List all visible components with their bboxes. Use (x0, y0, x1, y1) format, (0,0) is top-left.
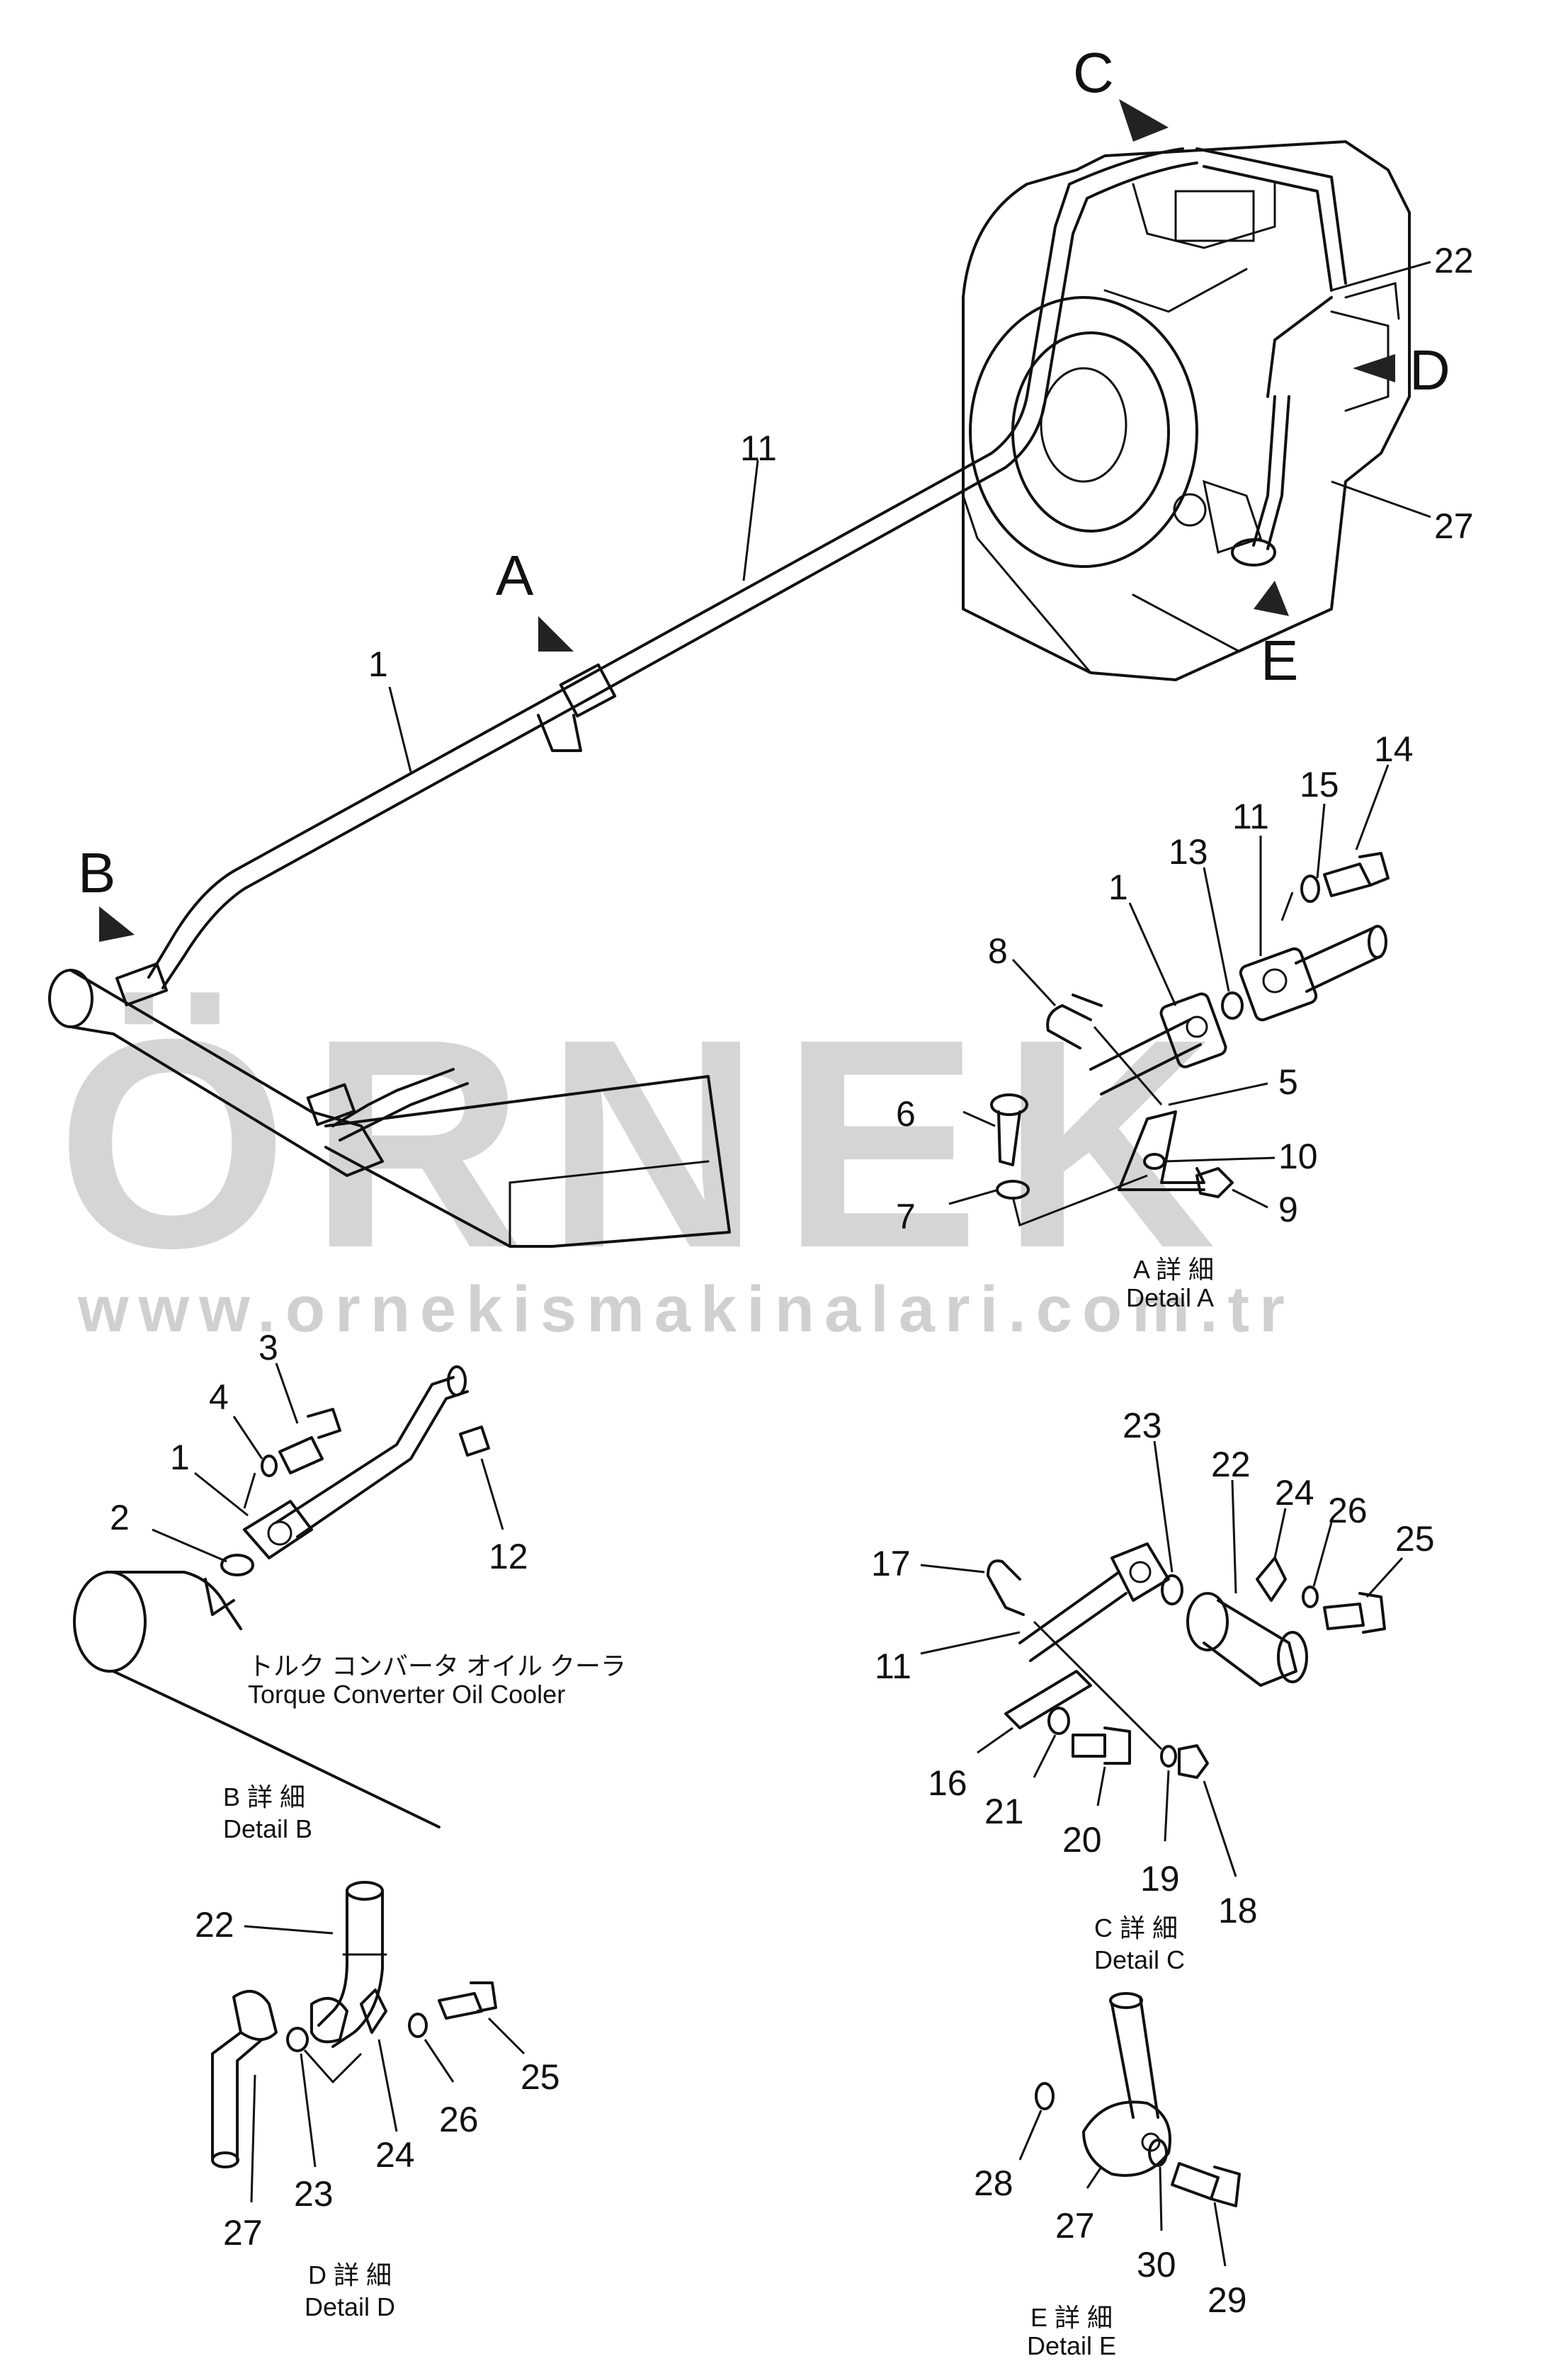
detail-d-caption-en: Detail D (305, 2292, 395, 2321)
detail-c (987, 1542, 1386, 1779)
callout-b-3: 3 (259, 1328, 278, 1367)
detail-e (1035, 1992, 1241, 2207)
detail-d-callouts: 22 27 23 24 26 25 D 詳 細 Detail D (195, 1905, 560, 2321)
callout-e-30: 30 (1137, 2245, 1176, 2285)
detail-a-caption-jp: A 詳 細 (1133, 1255, 1214, 1284)
callout-c-24: 24 (1275, 1473, 1314, 1513)
main-pipe-assembly (115, 147, 1347, 1007)
callout-e-29: 29 (1208, 2280, 1247, 2320)
callout-c-26: 26 (1328, 1491, 1368, 1530)
callout-c-17: 17 (871, 1544, 911, 1583)
view-label-d: D (1409, 338, 1450, 402)
transmission-housing (962, 140, 1411, 681)
callout-c-21: 21 (984, 1792, 1024, 1831)
detail-b-part-name-jp: トルク コンバータ オイル クーラ (248, 1651, 626, 1680)
callout-c-20: 20 (1062, 1820, 1102, 1860)
callout-e-28: 28 (974, 2163, 1013, 2203)
view-arrows (99, 99, 1395, 942)
detail-d (211, 1881, 497, 2168)
detail-a-callouts: 14 15 11 13 1 8 5 6 7 10 9 A 詳 細 Detail … (896, 729, 1414, 1312)
callout-a-11: 11 (1232, 797, 1269, 836)
callout-b-2: 2 (110, 1498, 130, 1537)
detail-b-caption-jp: B 詳 細 (223, 1782, 305, 1811)
callout-a-10: 10 (1278, 1137, 1318, 1176)
callout-a-15: 15 (1300, 765, 1339, 804)
callout-c-11: 11 (875, 1646, 911, 1686)
detail-c-caption-en: Detail C (1094, 1945, 1185, 1974)
view-label-a: A (496, 544, 534, 607)
watermark-url: www.ornekismakinalari.com.tr (77, 1273, 1295, 1346)
detail-b-caption-en: Detail B (223, 1814, 312, 1843)
callout-a-7: 7 (896, 1197, 916, 1236)
detail-e-caption-en: Detail E (1027, 2331, 1116, 2360)
main-callouts: 11 1 22 27 (368, 241, 1474, 773)
callout-b-4: 4 (209, 1377, 229, 1417)
detail-a-caption-en: Detail A (1126, 1283, 1214, 1312)
detail-b-part-name-en: Torque Converter Oil Cooler (248, 1680, 565, 1709)
view-label-b: B (78, 841, 115, 904)
detail-c-callouts: 23 22 24 26 25 17 11 16 21 20 19 18 C 詳 … (871, 1406, 1435, 1974)
detail-c-caption-jp: C 詳 細 (1094, 1913, 1178, 1942)
callout-main-11: 11 (740, 428, 777, 468)
callout-main-1: 1 (368, 644, 388, 684)
watermark-brand: ÖRNEK (57, 978, 1237, 1310)
callout-main-27: 27 (1434, 506, 1474, 546)
callout-c-16: 16 (928, 1763, 967, 1803)
callout-a-1: 1 (1108, 867, 1128, 907)
callout-e-27: 27 (1055, 2206, 1095, 2246)
callout-d-24: 24 (375, 2135, 415, 2175)
callout-a-6: 6 (896, 1094, 916, 1134)
watermark: ÖRNEK www.ornekismakinalari.com.tr (57, 978, 1295, 1346)
detail-b (73, 1365, 490, 1828)
callout-a-8: 8 (988, 931, 1008, 971)
callout-a-9: 9 (1278, 1190, 1298, 1229)
callout-c-18: 18 (1218, 1891, 1258, 1930)
detail-b-callouts: 3 4 1 2 12 トルク コンバータ オイル クーラ Torque Conv… (110, 1328, 626, 1843)
view-label-e: E (1261, 629, 1298, 692)
callout-d-25: 25 (521, 2057, 560, 2097)
callout-b-1: 1 (170, 1438, 190, 1477)
callout-c-22: 22 (1211, 1445, 1251, 1484)
callout-d-22: 22 (195, 1905, 234, 1945)
callout-d-26: 26 (439, 2100, 479, 2139)
detail-e-callouts: 28 27 30 29 E 詳 細 Detail E (974, 2110, 1247, 2360)
callout-c-19: 19 (1140, 1859, 1180, 1899)
callout-a-14: 14 (1374, 729, 1414, 769)
callout-c-23: 23 (1123, 1406, 1162, 1445)
callout-a-5: 5 (1278, 1062, 1298, 1102)
callout-d-27: 27 (223, 2213, 263, 2253)
callout-main-22: 22 (1434, 241, 1474, 280)
callout-a-13: 13 (1169, 832, 1208, 872)
detail-e-caption-jp: E 詳 細 (1030, 2303, 1113, 2332)
detail-d-caption-jp: D 詳 細 (308, 2260, 392, 2289)
callout-d-23: 23 (294, 2174, 334, 2214)
callout-c-25: 25 (1395, 1519, 1435, 1559)
oil-cooler-body (48, 969, 731, 1248)
view-label-c: C (1073, 41, 1114, 104)
callout-b-12: 12 (489, 1537, 528, 1576)
